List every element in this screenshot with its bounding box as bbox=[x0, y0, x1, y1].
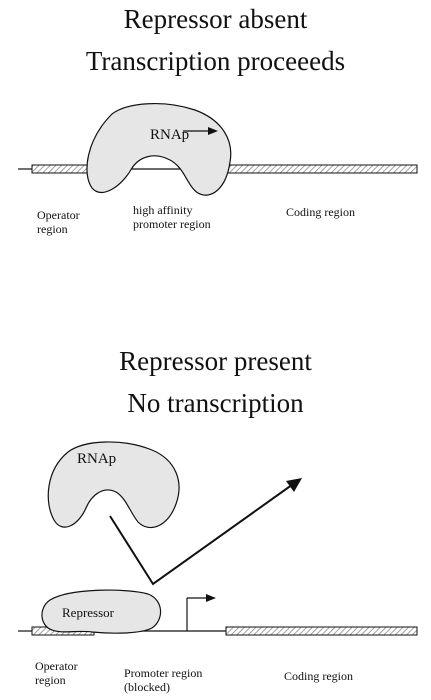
repressor-label: Repressor bbox=[62, 605, 115, 620]
bottom-promoter-label-2: (blocked) bbox=[124, 680, 170, 694]
bottom-promoter-label-1: Promoter region bbox=[124, 666, 202, 680]
top-transcription-arrowhead bbox=[208, 127, 218, 135]
repressor-blob bbox=[41, 589, 162, 634]
top-promoter-label-2: promoter region bbox=[133, 217, 211, 231]
top-coding-label: Coding region bbox=[286, 205, 355, 219]
top-operator-segment bbox=[31, 164, 95, 174]
blocked-deflection-line bbox=[109, 481, 297, 586]
bottom-title-line2: No transcription bbox=[127, 388, 304, 418]
bottom-rnap-label: RNAp bbox=[77, 451, 116, 467]
top-coding-segment bbox=[225, 164, 418, 174]
top-panel: RNAp Operator region high affinity promo… bbox=[18, 103, 418, 236]
bottom-panel: RNAp Repressor Operator region Promoter … bbox=[18, 441, 418, 694]
bottom-promoter-start-arrowhead bbox=[206, 594, 216, 602]
top-title-line1: Repressor absent bbox=[123, 4, 308, 34]
bottom-operator-label-2: region bbox=[35, 673, 66, 687]
top-rnap-label: RNAp bbox=[150, 127, 189, 143]
top-operator-label-2: region bbox=[37, 222, 68, 236]
bottom-rnap-blob bbox=[47, 441, 180, 528]
top-operator-label-1: Operator bbox=[37, 208, 80, 222]
top-title-line2: Transcription proceeeds bbox=[85, 46, 346, 76]
bottom-operator-label-1: Operator bbox=[35, 659, 78, 673]
top-rnap-blob bbox=[86, 103, 232, 196]
top-promoter-label-1: high affinity bbox=[133, 203, 192, 217]
bottom-title-line1: Repressor present bbox=[119, 346, 312, 376]
bottom-coding-segment bbox=[225, 626, 418, 636]
blocked-deflection-arrowhead bbox=[286, 478, 302, 492]
bottom-coding-label: Coding region bbox=[284, 669, 353, 683]
